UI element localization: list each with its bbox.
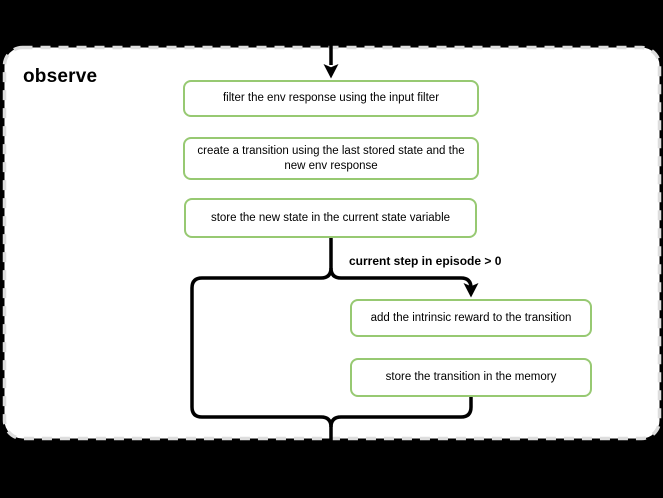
node-store-transition: store the transition in the memory (350, 358, 592, 397)
merge-connector (329, 396, 473, 428)
right-branch-connector (329, 267, 473, 289)
right-branch-arrowhead-icon (463, 283, 479, 298)
node-filter-env-response: filter the env response using the input … (183, 80, 479, 117)
panel-title: observe (23, 66, 98, 87)
branch-condition-label: current step in episode > 0 (349, 254, 502, 268)
left-branch-connector (190, 237, 333, 468)
node-store-new-state: store the new state in the current state… (184, 198, 477, 238)
node-create-transition: create a transition using the last store… (183, 137, 479, 180)
entry-arrowhead-icon (323, 64, 339, 79)
node-add-intrinsic-reward: add the intrinsic reward to the transiti… (350, 299, 592, 337)
